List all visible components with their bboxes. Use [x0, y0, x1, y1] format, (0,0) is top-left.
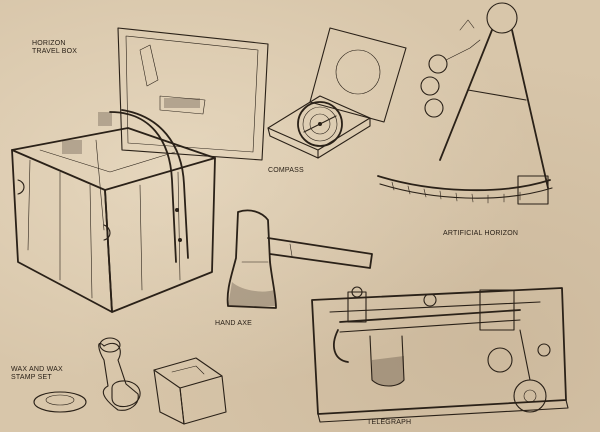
wax-stamp-set-sketch	[33, 337, 227, 425]
artificial-horizon-sketch	[377, 2, 553, 205]
hand-axe-sketch	[226, 209, 373, 309]
label-wax-stamp-set: WAX AND WAX STAMP SET	[11, 366, 63, 382]
label-compass: COMPASS	[268, 167, 304, 174]
label-horizon-travel-box-line1: HORIZON	[32, 40, 66, 47]
label-hand-axe: HAND AXE	[215, 320, 252, 327]
label-artificial-horizon: ARTIFICIAL HORIZON	[443, 230, 519, 237]
horizon-travel-box-sketch	[11, 27, 269, 313]
label-wax-stamp-set-line1: WAX AND WAX	[11, 366, 63, 373]
telegraph-sketch	[311, 286, 569, 423]
label-telegraph: TELEGRAPH	[367, 419, 412, 426]
label-horizon-travel-box-line2: TRAVEL BOX	[32, 48, 78, 55]
compass-sketch	[267, 27, 407, 159]
label-wax-stamp-set-line2: STAMP SET	[11, 374, 52, 381]
label-horizon-travel-box: HORIZON TRAVEL BOX	[32, 40, 77, 56]
